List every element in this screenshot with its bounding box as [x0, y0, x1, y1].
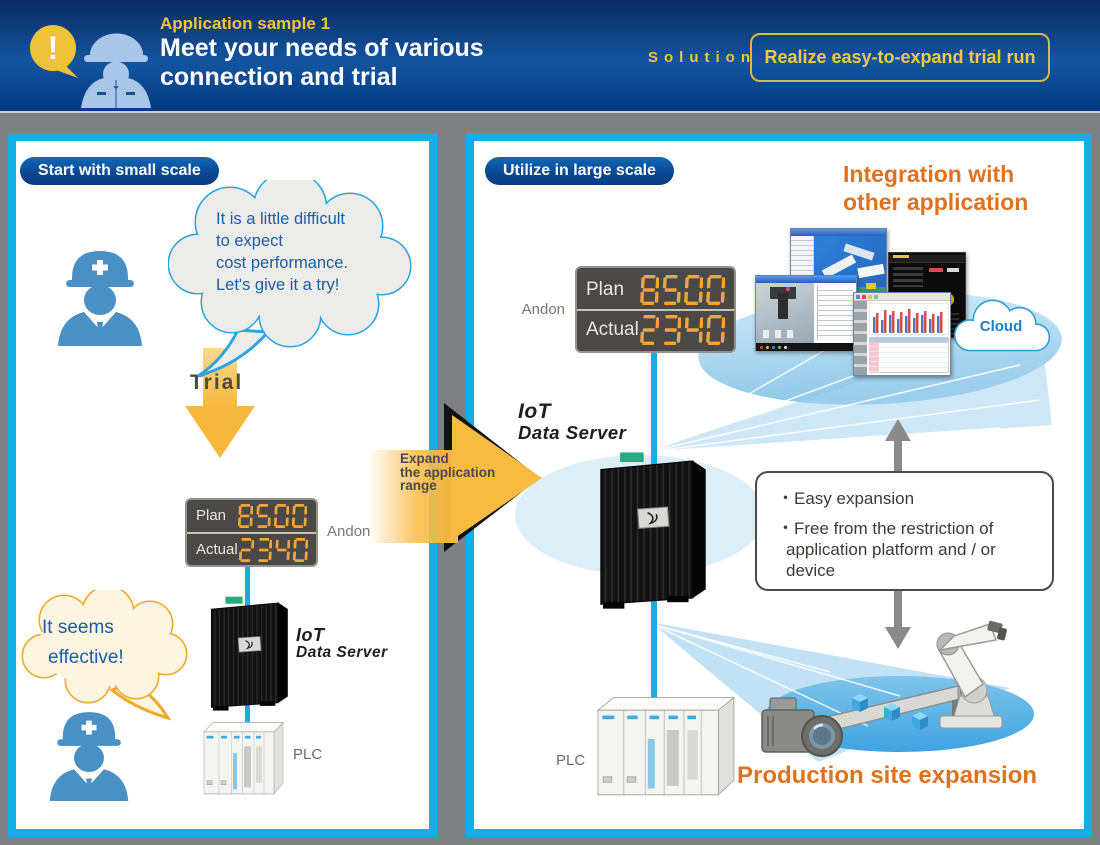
- plan-label: Plan: [196, 507, 227, 524]
- iot-data-server-logo-right: IoT Data Server: [518, 400, 627, 444]
- speech-bubble-effective: [21, 590, 188, 721]
- benefit-item: ・Free from the restriction of applicatio…: [777, 519, 996, 580]
- banner-title: Meet your needs of various connection an…: [160, 34, 484, 91]
- cloud: Cloud: [946, 298, 1056, 358]
- iot-data-server-right: [600, 452, 706, 609]
- actual-value: [238, 537, 308, 563]
- integration-heading: Integration with other application: [843, 161, 1029, 215]
- expand-arrow: [368, 403, 542, 552]
- app-window-camera-inspection: [755, 275, 857, 351]
- andon-caption-right: Andon: [521, 301, 565, 318]
- app-window-table-chart: [853, 292, 951, 376]
- andon-display-left: Plan Actual: [185, 498, 318, 567]
- bubble-effective-text: It seems effective!: [42, 617, 124, 668]
- benefit-item: ・Easy expansion: [777, 489, 915, 508]
- andon-caption-left: Andon: [327, 523, 371, 540]
- robot-arm-illustration: [936, 620, 1007, 729]
- worker-icon-1: [58, 251, 142, 346]
- plc-caption-left: PLC: [293, 746, 323, 763]
- svg-text:!: !: [48, 30, 59, 66]
- realize-trial-run-button[interactable]: Realize easy-to-expand trial run: [750, 33, 1050, 82]
- plc-left: [203, 721, 284, 795]
- worker-alert-icon: !: [30, 25, 151, 108]
- workpiece-cubes: [852, 694, 928, 730]
- camera-illustration: [761, 697, 843, 757]
- actual-value: [639, 314, 725, 346]
- plan-value: [237, 503, 307, 529]
- iot-data-server-logo-left: IoT Data Server: [296, 625, 388, 661]
- badge-start-small-scale: Start with small scale: [20, 157, 219, 185]
- window-titlebar: [791, 229, 886, 236]
- iot-data-server-left: [210, 596, 288, 711]
- speech-bubble-try: [168, 180, 412, 378]
- plan-label: Plan: [586, 278, 625, 300]
- actual-label: Actual: [586, 318, 639, 340]
- plan-value: [639, 274, 725, 306]
- benefits-box: ・Easy expansion ・Free from the restricti…: [755, 471, 1054, 591]
- bubble-try-text: It is a little difficult to expect cost …: [216, 210, 349, 294]
- cloud-icon: [953, 299, 1051, 352]
- production-heading: Production site expansion: [737, 762, 1038, 789]
- mini-bar-chart: [869, 303, 949, 335]
- plc-caption-right: PLC: [556, 752, 586, 769]
- actual-label: Actual: [196, 541, 238, 558]
- worker-icon-2: [49, 712, 129, 801]
- andon-display-right: Plan Actual: [575, 266, 736, 353]
- expand-arrow-text: Expand the application range: [400, 451, 496, 493]
- window-titlebar: [756, 276, 856, 283]
- cloud-label: Cloud: [979, 318, 1023, 335]
- trial-label: Trial: [190, 371, 244, 394]
- top-banner: ! Application sample 1 Meet your needs o…: [0, 0, 1100, 113]
- badge-utilize-large-scale: Utilize in large scale: [485, 157, 674, 185]
- plc-right: [596, 696, 736, 796]
- solution-label: Solution: [648, 49, 756, 66]
- banner-kicker: Application sample 1: [160, 14, 331, 33]
